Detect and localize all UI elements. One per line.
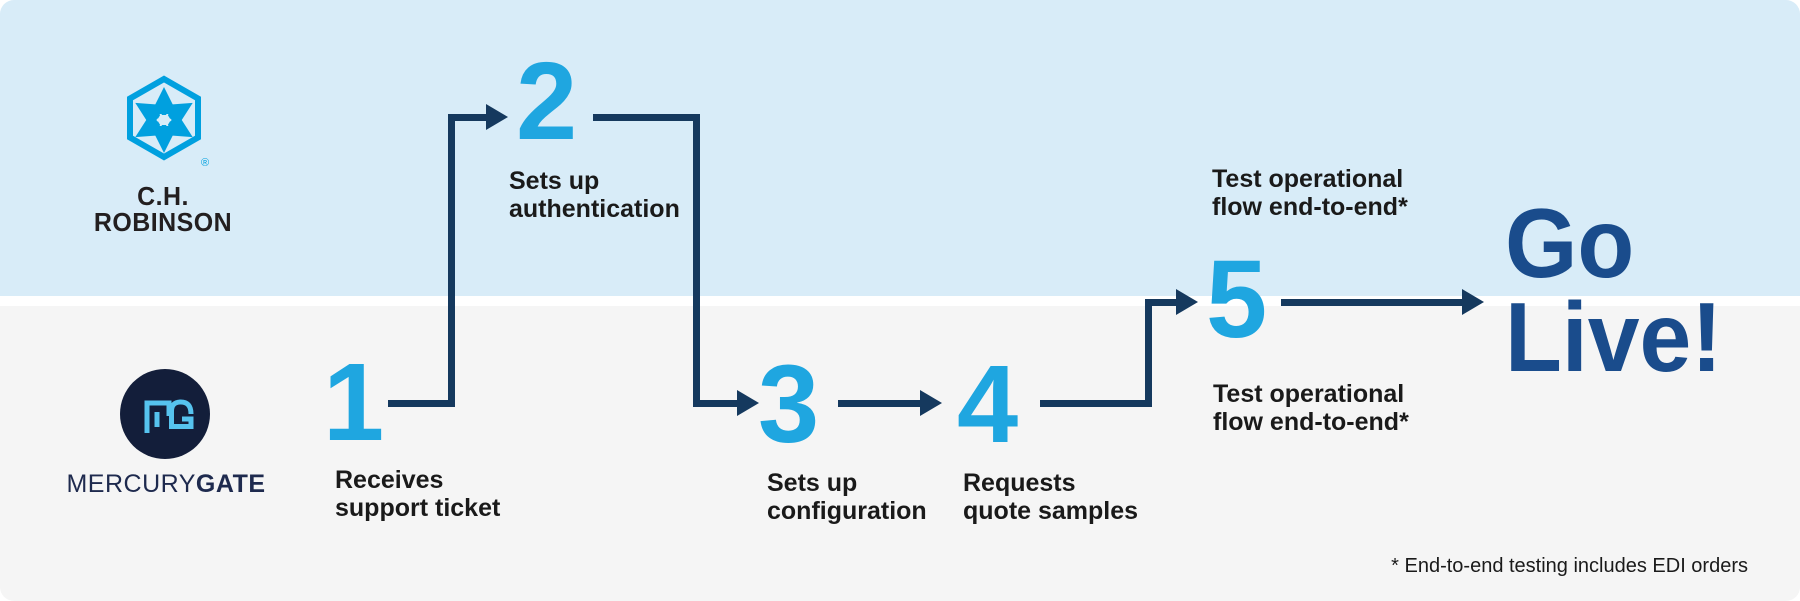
step-5-number: 5 — [1206, 238, 1268, 361]
step-2-label: Sets up authentication — [509, 167, 680, 223]
chrobinson-hexagon-arrows-icon — [127, 75, 201, 161]
connector-1-to-2-arrowhead-icon — [486, 104, 508, 130]
chrobinson-wordmark: C.H. ROBINSON — [93, 181, 233, 237]
connector-5-to-golive-horizontal — [1281, 299, 1462, 306]
chrobinson-lane-background — [0, 0, 1800, 296]
connector-5-to-golive-arrowhead-icon — [1462, 289, 1484, 315]
mercurygate-wordmark: MERCURYGATE — [64, 472, 268, 497]
connector-2-to-3-arrowhead-icon — [737, 390, 759, 416]
step-3-number: 3 — [758, 343, 820, 466]
lane-divider — [0, 296, 1800, 306]
step-4-label: Requests quote samples — [963, 469, 1139, 525]
step-2-number: 2 — [516, 40, 578, 163]
connector-4-to-5-horizontal — [1040, 400, 1152, 407]
connector-1-to-2-horizontal — [388, 400, 455, 407]
step-1-number: 1 — [323, 341, 385, 464]
connector-2-to-3-vertical — [693, 114, 700, 407]
mercurygate-monogram-icon — [120, 369, 210, 459]
step-5-label-bottom: Test operational flow end-to-end* — [1213, 380, 1409, 436]
connector-2-to-3-horizontal — [593, 114, 700, 121]
step-3-label: Sets up configuration — [767, 469, 927, 525]
connector-4-to-5-arrowhead-icon — [1176, 289, 1198, 315]
registered-trademark-symbol: ® — [201, 157, 210, 169]
footnote: * End-to-end testing includes EDI orders — [1391, 555, 1748, 577]
go-live-title: Go Live! — [1505, 188, 1723, 392]
connector-4-to-5-vertical — [1145, 299, 1152, 407]
step-1-label: Receives support ticket — [335, 466, 501, 522]
mercurygate-wordmark-bold: GATE — [195, 470, 266, 498]
connector-3-to-4-arrowhead-icon — [920, 390, 942, 416]
step-5-label-top: Test operational flow end-to-end* — [1212, 165, 1408, 221]
connector-3-to-4-horizontal — [838, 400, 920, 407]
connector-4-to-5-top — [1145, 299, 1176, 306]
connector-2-to-3-bottom — [693, 400, 737, 407]
mercurygate-lane-background — [0, 306, 1800, 601]
connector-1-to-2-vertical — [448, 114, 455, 407]
mercurygate-wordmark-regular: MERCURY — [66, 470, 196, 498]
connector-1-to-2-top — [448, 114, 486, 121]
step-4-number: 4 — [957, 343, 1019, 466]
